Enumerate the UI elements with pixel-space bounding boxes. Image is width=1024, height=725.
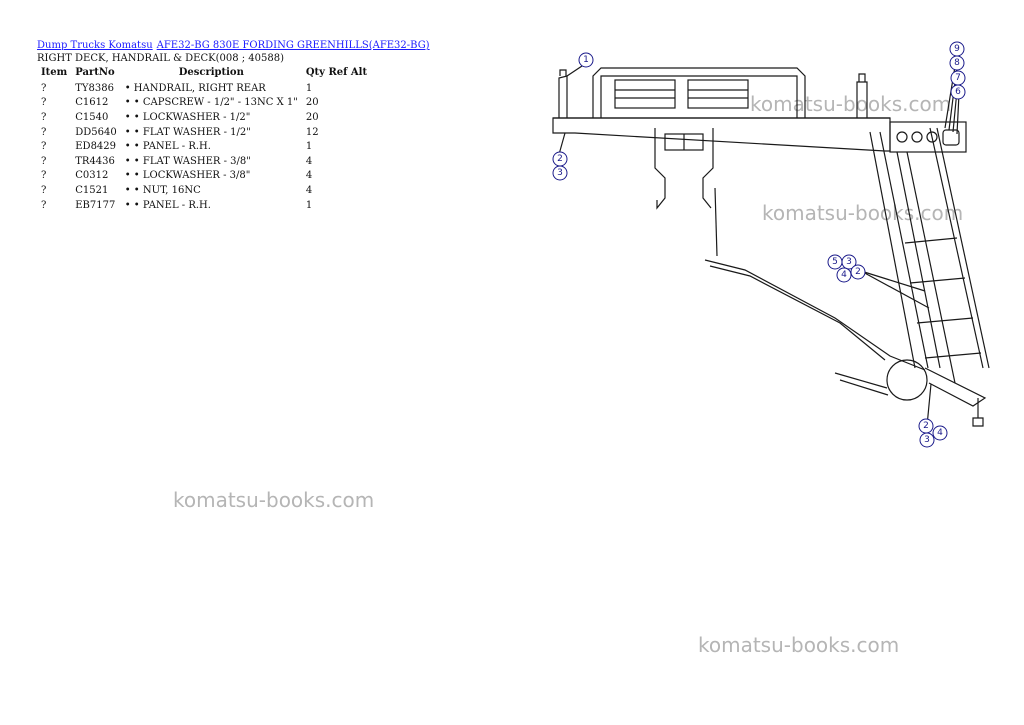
callout-number: 2 [923,421,929,431]
parts-diagram: 1 2 3 9 8 7 6 5 3 4 2 2 4 3 [552,41,990,448]
cell-item: ? [41,82,47,94]
callout-badge[interactable]: 2 [850,264,866,280]
table-row: ? TR4436 • • FLAT WASHER - 3/8" 4 [37,154,371,169]
cell-item: ? [41,126,47,138]
cell-item: ? [41,141,47,153]
cell-qty: 4 [305,184,313,196]
page-title: RIGHT DECK, HANDRAIL & DECK(008 ; 40588) [37,53,285,64]
cell-item: ? [41,155,47,167]
callout-badge[interactable]: 8 [949,55,965,71]
callout-badge[interactable]: 9 [949,41,965,57]
cell-description: • • CAPSCREW - 1/2" - 13NC X 1" [124,97,298,109]
cell-description: • • LOCKWASHER - 3/8" [124,170,251,182]
parts-table-body: ? TY8386 • HANDRAIL, RIGHT REAR 1? C1612 • • … [37,81,371,212]
callout-badge[interactable]: 2 [552,151,568,167]
cell-qty: 12 [305,126,319,138]
cell-partno: DD5640 [75,126,117,138]
header-qty-ref-alt: Qty Ref Alt [305,67,368,78]
table-row: ? C1521 • • NUT, 16NC 4 [37,183,371,198]
watermark: komatsu-books.com [173,488,375,512]
cell-qty: 1 [305,141,313,153]
cell-qty: 20 [305,111,319,123]
cell-qty: 4 [305,155,313,167]
table-row: ? TY8386 • HANDRAIL, RIGHT REAR 1 [37,81,371,96]
callout-badge[interactable]: 5 [827,254,843,270]
table-row: ? C1612 • • CAPSCREW - 1/2" - 13NC X 1" 20 [37,96,371,111]
cell-item: ? [41,111,47,123]
table-row: ? C0312 • • LOCKWASHER - 3/8" 4 [37,169,371,184]
callout-badge[interactable]: 1 [578,52,594,68]
header-item: Item [41,67,68,78]
cell-item: ? [41,97,47,109]
cell-description: • • PANEL - R.H. [124,141,211,153]
watermark: komatsu-books.com [762,201,964,225]
table-row: ? EB7177 • • PANEL - R.H. 1 [37,198,371,213]
callout-badge[interactable]: 4 [836,267,852,283]
cell-description: • • LOCKWASHER - 1/2" [124,111,251,123]
table-header-row: Item PartNo Description Qty Ref Alt [37,66,371,81]
cell-qty: 1 [305,199,313,211]
cell-description: • • FLAT WASHER - 1/2" [124,126,251,138]
callout-number: 3 [846,257,852,267]
cell-item: ? [41,170,47,182]
cell-description: • HANDRAIL, RIGHT REAR [124,82,266,94]
table-row: ? ED8429 • • PANEL - R.H. 1 [37,139,371,154]
parts-table: Item PartNo Description Qty Ref Alt ? TY8… [37,66,371,212]
cell-partno: TR4436 [75,155,115,167]
cell-item: ? [41,184,47,196]
cell-partno: ED8429 [75,141,117,153]
cell-qty: 4 [305,170,313,182]
watermark: komatsu-books.com [750,92,952,116]
table-row: ? DD5640 • • FLAT WASHER - 1/2" 12 [37,125,371,140]
breadcrumb-link-model[interactable]: AFE32-BG 830E FORDING GREENHILLS(AFE32-B… [156,40,430,51]
header-partno: PartNo [75,67,115,78]
table-row: ? C1540 • • LOCKWASHER - 1/2" 20 [37,110,371,125]
callout-number: 9 [954,44,960,54]
callout-number: 4 [937,428,943,438]
callout-number: 5 [832,257,838,267]
callout-badge[interactable]: 3 [841,254,857,270]
callout-number: 1 [583,55,589,65]
cell-description: • • FLAT WASHER - 3/8" [124,155,251,167]
cell-description: • • PANEL - R.H. [124,199,211,211]
cell-partno: C1540 [75,111,109,123]
callout-badge[interactable]: 7 [950,70,966,86]
cell-partno: C1521 [75,184,109,196]
cell-partno: EB7177 [75,199,116,211]
callout-group: 1 2 3 9 8 7 6 5 3 4 2 2 4 3 [552,41,966,448]
callout-number: 2 [855,267,861,277]
cell-qty: 20 [305,97,319,109]
watermark: komatsu-books.com [698,633,900,657]
callout-number: 4 [841,270,847,280]
callout-badge[interactable]: 3 [552,165,568,181]
deck-drawing [552,53,990,427]
callout-number: 8 [954,58,960,68]
callout-badge[interactable]: 3 [919,432,935,448]
cell-qty: 1 [305,82,313,94]
cell-description: • • NUT, 16NC [124,184,201,196]
callout-badge[interactable]: 6 [950,84,966,100]
cell-partno: C0312 [75,170,109,182]
callout-number: 6 [955,87,961,97]
cell-partno: C1612 [75,97,109,109]
callout-badge[interactable]: 2 [918,418,934,434]
callout-badge[interactable]: 4 [932,425,948,441]
callout-number: 2 [557,154,563,164]
cell-item: ? [41,199,47,211]
cell-partno: TY8386 [75,82,114,94]
callout-number: 7 [955,73,961,83]
callout-number: 3 [924,435,930,445]
header-description: Description [178,67,244,78]
callout-number: 3 [557,168,563,178]
breadcrumb-link-dump-trucks[interactable]: Dump Trucks Komatsu [37,40,153,51]
